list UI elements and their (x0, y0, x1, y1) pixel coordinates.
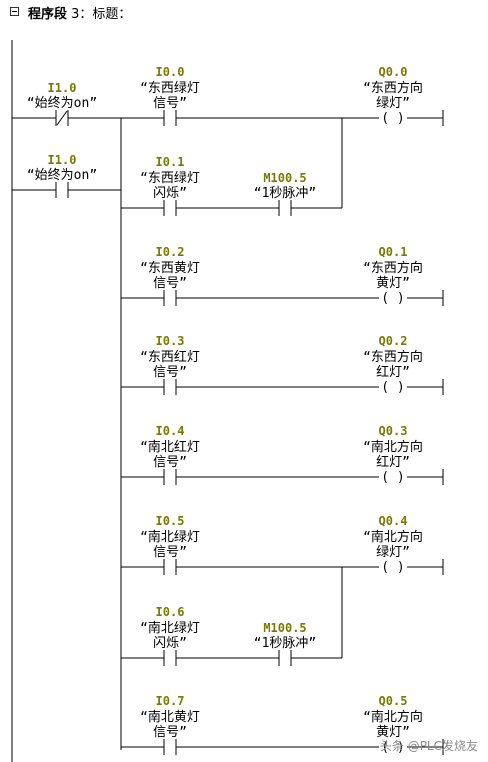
contact-symbol: “东西黄灯 (140, 261, 200, 276)
coil-address: Q0.0 (379, 65, 408, 79)
coil-symbol: 绿灯” (376, 545, 410, 560)
contact-symbol: 闪烁” (153, 186, 187, 201)
coil-symbol: “南北方向 (363, 439, 423, 455)
contact-symbol: “南北红灯 (140, 439, 200, 455)
contact-symbol: “始终为on” (27, 167, 97, 183)
contact-symbol: “始终为on” (27, 95, 97, 111)
contact-symbol: 信号” (153, 455, 187, 470)
contact-address: I0.1 (156, 155, 185, 169)
coil-symbol: 黄灯” (376, 725, 410, 740)
coil: ( ) (381, 470, 404, 485)
coil-symbol: 绿灯” (376, 96, 410, 111)
segment-label: 程序段 (28, 7, 68, 22)
contact-address: I1.0 (48, 153, 77, 167)
segment-header: 程序段 3：标题： (0, 0, 488, 26)
contact-symbol: 信号” (153, 276, 187, 291)
coil-symbol: “东西方向 (363, 260, 423, 276)
coil-symbol: 红灯” (376, 364, 410, 380)
contact-symbol: 信号” (153, 96, 187, 111)
coil-symbol: “东西方向 (363, 349, 423, 365)
contact-symbol: “东西绿灯 (140, 171, 200, 186)
coil-address: Q0.1 (379, 245, 408, 259)
coil: ( ) (381, 560, 404, 575)
coil-address: Q0.4 (379, 514, 408, 528)
contact-symbol: “东西绿灯 (140, 81, 200, 96)
contact-symbol: “南北绿灯 (140, 529, 200, 545)
contact-symbol: “1秒脉冲” (254, 636, 316, 651)
watermark: 头条 @PLC发烧友 (380, 738, 478, 753)
contact-address: I0.0 (156, 65, 185, 79)
contact-symbol: 信号” (153, 725, 187, 740)
contact-address: I0.6 (156, 605, 185, 619)
contact-address: M100.5 (263, 621, 306, 635)
contact-address: I0.4 (156, 424, 185, 438)
contact-address: I0.2 (156, 245, 185, 259)
coil: ( ) (381, 291, 404, 306)
contact-address: I1.0 (48, 81, 77, 95)
coil-address: Q0.2 (379, 334, 408, 348)
coil-address: Q0.5 (379, 694, 408, 708)
contact-address: I0.7 (156, 694, 185, 708)
coil-symbol: “东西方向 (363, 80, 423, 96)
segment-title: 程序段 3：标题： (28, 3, 131, 22)
coil: ( ) (381, 111, 404, 126)
contact-symbol: “东西红灯 (140, 349, 200, 365)
coil-symbol: 黄灯” (376, 276, 410, 291)
contact-symbol: “1秒脉冲” (254, 186, 316, 201)
coil-symbol: “南北方向 (363, 709, 423, 725)
contact-symbol: “南北黄灯 (140, 709, 200, 725)
contact-symbol: 闪烁” (153, 636, 187, 651)
segment-title-rest: 3：标题： (67, 7, 132, 22)
contact-symbol: 信号” (153, 365, 187, 380)
contact-nc-slash (56, 110, 68, 126)
minus-box-icon[interactable] (10, 7, 19, 16)
coil-symbol: “南北方向 (363, 529, 423, 545)
coil-symbol: 红灯” (376, 454, 410, 470)
coil: ( ) (381, 380, 404, 395)
coil: ( ) (381, 740, 404, 755)
coil-address: Q0.3 (379, 424, 408, 438)
contact-address: I0.3 (156, 334, 185, 348)
contact-address: I0.5 (156, 514, 185, 528)
contact-symbol: “南北绿灯 (140, 620, 200, 636)
contact-symbol: 信号” (153, 545, 187, 560)
contact-address: M100.5 (263, 171, 306, 185)
